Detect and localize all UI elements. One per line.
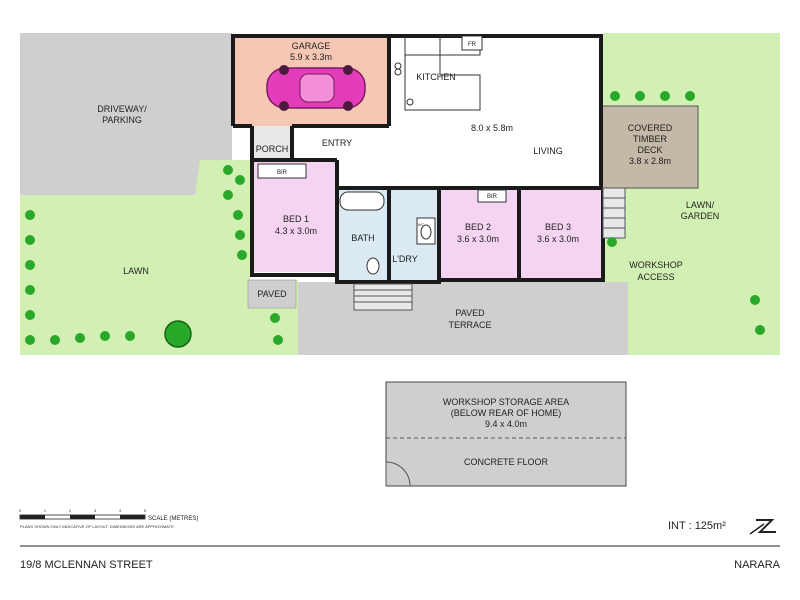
bed2-size: 3.6 x 3.0m [457,234,499,244]
bath-label: BATH [351,233,374,243]
bed3-room [519,188,603,280]
workshop-door [385,461,411,487]
driveway-area [20,33,232,195]
bed2-room [439,188,519,280]
workshop-area [385,381,627,487]
bed2-robe-label: BIR [487,194,498,200]
workshop-label-1: WORKSHOP STORAGE AREA [443,397,569,407]
north-arrow-icon [749,519,776,535]
bed3-label: BED 3 [545,222,571,232]
deck-area [600,105,699,189]
kitchen-fixtures [394,35,483,111]
bed3-size: 3.6 x 3.0m [537,234,579,244]
bed2-label: BED 2 [465,222,491,232]
tree-icon [164,320,192,348]
porch-label: PORCH [256,144,289,154]
garden-lower-paving [603,282,628,355]
deck-label-3: DECK [637,145,662,155]
driveway-label-1: DRIVEWAY/ [97,104,147,114]
address: 19/8 MCLENNAN STREET [20,559,153,571]
bed1-label: BED 1 [283,214,309,224]
workshop-access-label-1: WORKSHOP [629,260,683,270]
scale-tick-0: 0 [19,508,22,513]
laundry-label: L'DRY [392,254,418,264]
scale-disclaimer: PLANS SHOWN ONLY INDICATIVE OF LAYOUT. D… [20,524,175,529]
garden-label-2: GARDEN [681,211,720,221]
scale-label: SCALE (METRES) [148,516,198,522]
scale-bar [19,514,146,520]
car-icon [266,65,366,111]
living-size: 8.0 x 5.8m [471,123,513,133]
paved-side-area [247,279,297,309]
suburb: NARARA [734,559,781,571]
entry-label: ENTRY [322,138,352,148]
workshop-access-label-2: ACCESS [637,272,674,282]
deck-size: 3.8 x 2.8m [629,156,671,166]
left-lawn-area [20,160,298,355]
workshop-label-2: (BELOW REAR OF HOME) [451,408,562,418]
deck-steps [602,187,626,239]
scale-tick-3: 3 [94,508,97,513]
scale-tick-4: 4 [119,508,122,513]
garage-label: GARAGE [292,41,331,51]
bed1-room [254,160,337,272]
kitchen-label: KITCHEN [416,72,456,82]
scale-tick-1: 1 [44,508,47,513]
robes [257,163,507,203]
deck-label-2: TIMBER [633,134,668,144]
scale-tick-2: 2 [69,508,72,513]
bath-fixtures [339,191,436,275]
terrace-label-1: PAVED [455,308,485,318]
lawn-label: LAWN [123,266,149,276]
workshop-floor-label: CONCRETE FLOOR [464,457,549,467]
living-label: LIVING [533,146,563,156]
shrubs [25,91,765,345]
driveway-label-2: PARKING [102,115,142,125]
exterior-walls [231,34,605,284]
bed1-robe-label: BIR [277,170,288,176]
garage-size: 5.9 x 3.3m [290,52,332,62]
garden-label-1: LAWN/ [686,200,715,210]
deck-label-1: COVERED [628,123,673,133]
porch-area [252,126,292,158]
fridge-label: FR [468,42,477,48]
internal-area: INT : 125m² [668,520,726,532]
paved-label: PAVED [257,289,287,299]
paved-terrace-area [298,282,628,355]
living-room [389,36,601,188]
terrace-steps [353,283,413,311]
scale-tick-5: 5 [144,508,147,513]
terrace-label-2: TERRACE [448,320,491,330]
wc-label: WC [418,222,425,227]
workshop-size: 9.4 x 4.0m [485,419,527,429]
garden-lawn-area [603,33,780,355]
bed1-size: 4.3 x 3.0m [275,226,317,236]
